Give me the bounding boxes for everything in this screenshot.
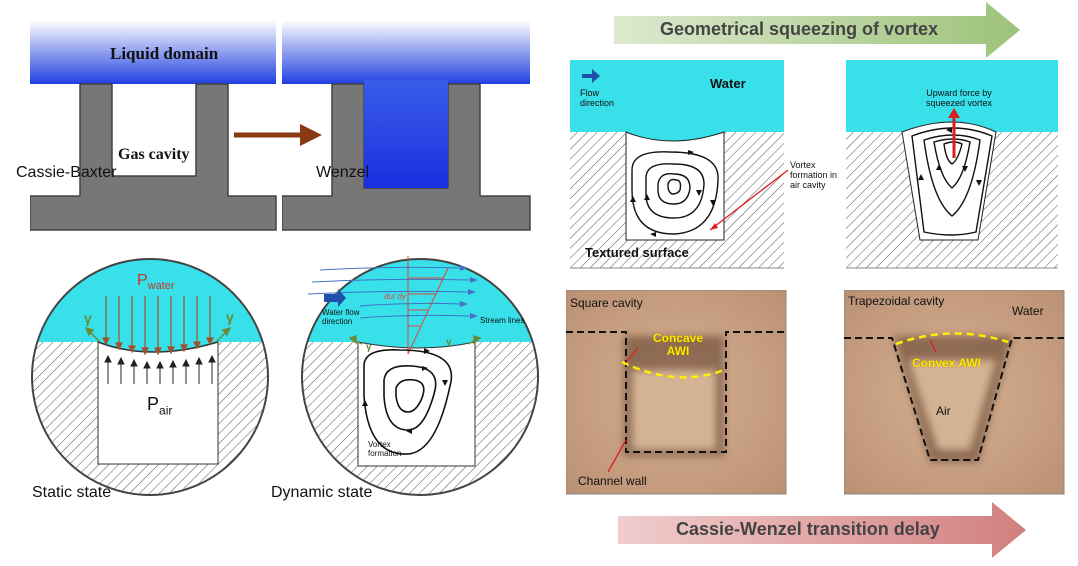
- static-state-label: Static state: [32, 484, 112, 501]
- p-water-label: Pwater: [137, 272, 175, 292]
- geometric-squeezing-label: Geometrical squeezing of vortex: [660, 19, 939, 39]
- transition-arrow: [234, 124, 322, 146]
- liquid-domain-label: Liquid domain: [110, 44, 219, 63]
- convex-awi-label: Convex AWI: [912, 356, 981, 370]
- gas-cavity-label: Gas cavity: [118, 146, 190, 163]
- vortex-formation-air-label: Vortex formation in air cavity: [790, 160, 838, 190]
- cassie-baxter-diagram: [30, 20, 277, 231]
- water-flow-direction-label: Water flow direction: [322, 308, 360, 326]
- wenzel-label: Wenzel: [316, 164, 370, 181]
- gamma-left-label: γ: [84, 310, 92, 326]
- p-air-label: Pair: [147, 394, 172, 418]
- stream-lines-label: Stream lines: [480, 316, 525, 325]
- photo-water-label: Water: [1012, 304, 1044, 318]
- flow-direction-arrow: [324, 289, 346, 307]
- trapezoid-vortex-panel: [846, 60, 1058, 269]
- cassie-baxter-label: Cassie-Baxter: [16, 164, 117, 181]
- green-arrow: [614, 2, 1020, 58]
- dynamic-state-circle: [301, 256, 539, 496]
- flow-arrow: [582, 69, 600, 83]
- static-state-circle: [31, 258, 269, 496]
- p-water-main: P: [137, 272, 148, 289]
- upward-force-label: Upward force by squeezed vortex: [925, 88, 993, 108]
- dynamic-state-label: Dynamic state: [271, 484, 373, 501]
- du-dy-label: du/ dy: [384, 292, 406, 301]
- trapezoidal-cavity-label: Trapezoidal cavity: [848, 294, 945, 308]
- concave-awi-text: Concave AWI: [652, 331, 704, 358]
- square-cavity-photo: [566, 290, 787, 495]
- water-label: Water: [710, 76, 746, 91]
- liquid-domain: [30, 20, 276, 84]
- textured-surface-label: Textured surface: [585, 245, 689, 260]
- channel-wall-label: Channel wall: [578, 474, 647, 488]
- gamma-right-dyn: γ: [446, 337, 452, 348]
- wenzel-diagram: [282, 20, 531, 231]
- square-vortex-panel: [570, 60, 789, 269]
- transition-delay-label: Cassie-Wenzel transition delay: [676, 519, 940, 539]
- p-air-sub: air: [159, 403, 173, 418]
- concave-awi-label: Concave AWI: [648, 332, 708, 358]
- gamma-right-label: γ: [226, 309, 234, 325]
- flow-direction-label: Flow direction: [580, 88, 615, 108]
- textured-wall: [30, 83, 277, 231]
- p-water-sub: water: [147, 280, 175, 293]
- gamma-left-dyn: γ: [366, 342, 372, 353]
- air-label: Air: [936, 404, 951, 418]
- square-cavity-label: Square cavity: [570, 296, 643, 310]
- red-arrow: [618, 502, 1026, 558]
- trapezoidal-cavity-photo: [844, 290, 1065, 495]
- vortex-formation-label: Vortex formation: [368, 440, 402, 458]
- p-air-main: P: [147, 394, 160, 414]
